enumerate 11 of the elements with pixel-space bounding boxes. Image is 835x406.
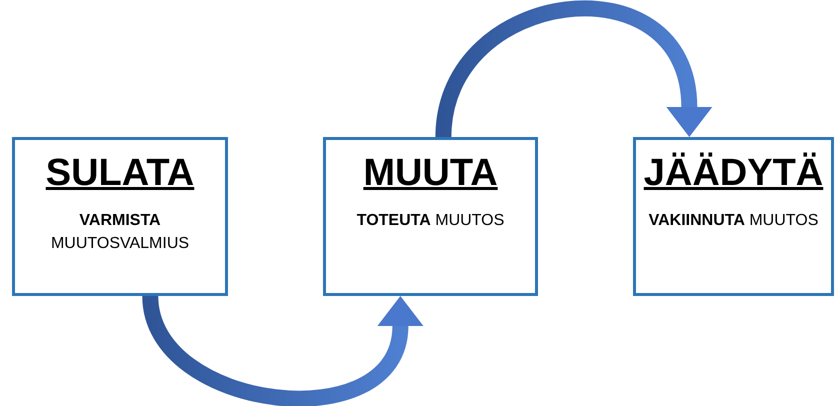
stage-box [323,137,538,296]
stage-title: MUUTA [363,152,498,195]
curved-arrow [142,294,423,406]
curved-arrow [435,0,712,138]
stage-title: JÄÄDYTÄ [644,152,824,195]
stage-description: VARMISTA MUUTOSVALMIUS [50,211,190,254]
stage-title: SULATA [46,152,194,195]
stage-box [12,137,228,296]
stage-description: VAKIINNUTA MUUTOS [648,211,820,231]
stage-box [633,137,834,296]
stage-description: TOTEUTA MUUTOS [356,211,506,231]
